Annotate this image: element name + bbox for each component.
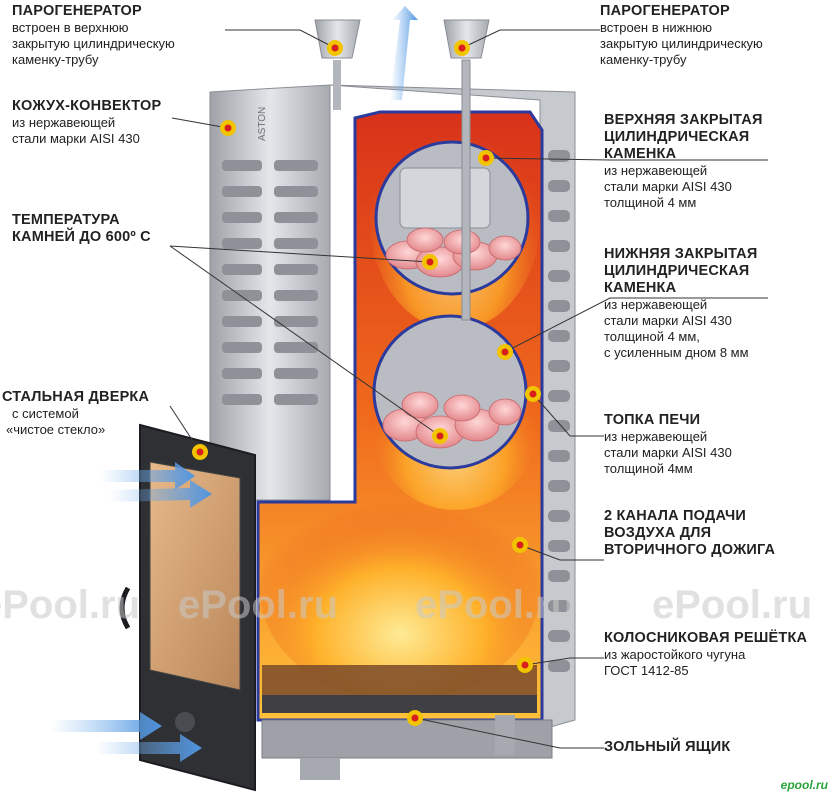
label-steam-generator-top: ПАРОГЕНЕРАТОР встроен в верхнюю закрытую…: [12, 3, 175, 67]
steel-door: [119, 423, 256, 792]
steam-generators: [314, 19, 490, 321]
casing-convector: ASTON: [209, 84, 576, 731]
label-casing-convector: КОЖУХ-КОНВЕКТОР из нержавеющей стали мар…: [12, 98, 162, 146]
epool-logo: epool.ru: [780, 778, 828, 792]
label-stone-temperature: ТЕМПЕРАТУРА КАМНЕЙ ДО 600º С: [12, 212, 151, 245]
stove-logo: ASTON: [257, 107, 268, 141]
label-steam-generator-bottom: ПАРОГЕНЕРАТОР встроен в нижнюю закрытую …: [600, 3, 763, 67]
upper-heater: [374, 140, 530, 296]
watermark: ePool.ru: [0, 583, 141, 627]
callout-markers: [192, 40, 541, 726]
label-ash-box: ЗОЛЬНЫЙ ЯЩИК: [604, 739, 731, 755]
label-firebox: ТОПКА ПЕЧИ из нержавеющей стали марки AI…: [604, 412, 732, 476]
label-grate: КОЛОСНИКОВАЯ РЕШЁТКА из жаростойкого чуг…: [604, 630, 808, 678]
air-flow-arrows: [50, 6, 418, 762]
label-upper-heater: ВЕРХНЯЯ ЗАКРЫТАЯ ЦИЛИНДРИЧЕСКАЯ КАМЕНКА …: [604, 112, 763, 210]
label-air-channels: 2 КАНАЛА ПОДАЧИ ВОЗДУХА ДЛЯ ВТОРИЧНОГО Д…: [604, 508, 776, 558]
label-steel-door: СТАЛЬНАЯ ДВЕРКА с системой «чистое стекл…: [2, 389, 150, 437]
watermark: ePool.ru: [178, 583, 339, 627]
leader-lines: [169, 29, 768, 749]
watermark: ePool.ru: [415, 583, 576, 627]
lower-heater: [372, 314, 528, 470]
grate-and-ashbox: [261, 665, 553, 780]
label-lower-heater: НИЖНЯЯ ЗАКРЫТАЯ ЦИЛИНДРИЧЕСКАЯ КАМЕНКА и…: [604, 246, 758, 360]
watermark: ePool.ru: [652, 583, 813, 627]
